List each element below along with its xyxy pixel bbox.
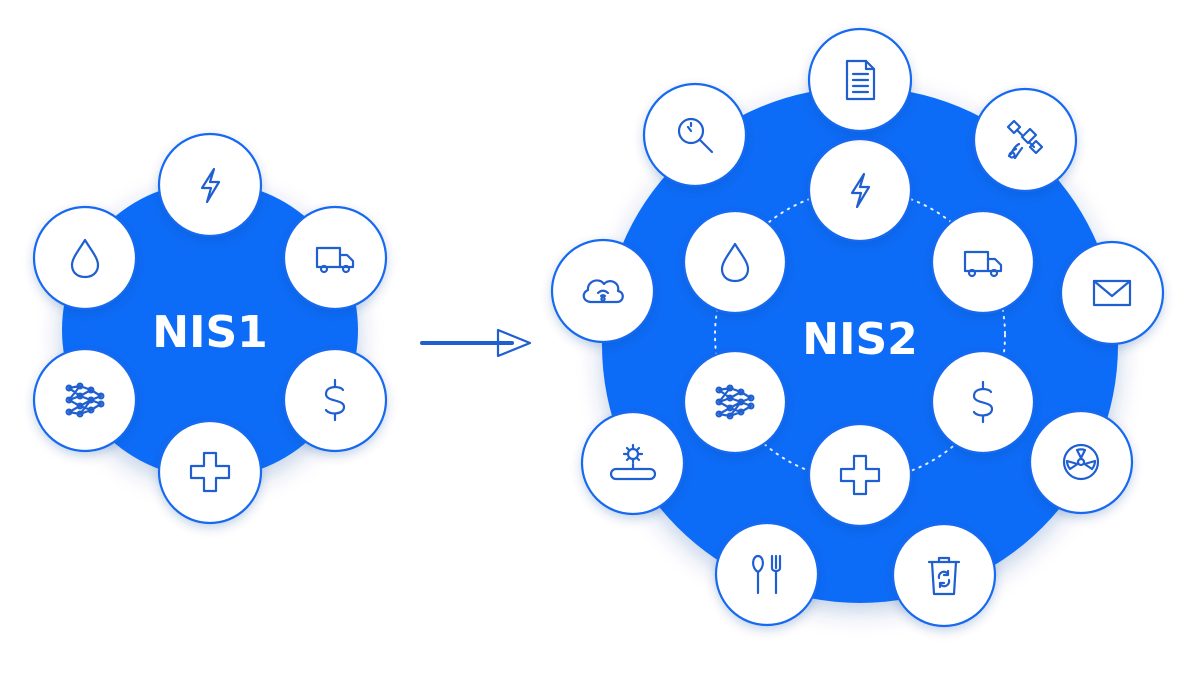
nis2-outer-node-document (807, 27, 913, 133)
nis2-inner-node-node-circle (682, 349, 788, 455)
nis2-inner-node-node-circle (807, 422, 913, 528)
nis2-outer-node-node-circle (714, 521, 820, 627)
nis2-outer-node-radiation (1028, 409, 1134, 515)
nis1-node-truck (282, 205, 388, 311)
nis1-node-node-circle (32, 347, 138, 453)
transition-arrow (420, 328, 532, 358)
nis2-outer-node-fork-spoon (714, 521, 820, 627)
nis2-outer-node-satellite (972, 87, 1078, 193)
nis2-outer-node-node-circle (1028, 409, 1134, 515)
nis1-node-lightning (157, 132, 263, 238)
nis2-outer-node-mail (1059, 240, 1165, 346)
nis1-node-node-circle (157, 132, 263, 238)
nis1-node-node-circle (157, 419, 263, 525)
nis2-cluster: NIS2 (550, 27, 1165, 628)
arrow-right-icon (420, 328, 532, 358)
nis2-inner-node-node-circle (807, 137, 913, 243)
nis2-inner-node-node-circle (930, 209, 1036, 315)
nis2-outer-node-manufacturing (580, 410, 686, 516)
nis2-inner-node-truck (930, 209, 1036, 315)
nis1-node-node-circle (282, 205, 388, 311)
nis2-inner-node-dollar (930, 349, 1036, 455)
nis2-inner-node-health-cross (807, 422, 913, 528)
nis2-outer-node-magnifier (642, 82, 748, 188)
nis1-node-health-cross (157, 419, 263, 525)
nis1-node-water-drop (32, 205, 138, 311)
nis1-node-node-circle (32, 205, 138, 311)
nis2-outer-node-node-circle (642, 82, 748, 188)
nis1-label: NIS1 (152, 307, 268, 358)
nis1-node-neural-network (32, 347, 138, 453)
nis2-label: NIS2 (802, 314, 918, 365)
nis2-inner-node-lightning (807, 137, 913, 243)
nis2-inner-node-neural-network (682, 349, 788, 455)
nis2-inner-node-node-circle (682, 209, 788, 315)
nis1-cluster: NIS1 (32, 132, 388, 525)
nis2-inner-node-water-drop (682, 209, 788, 315)
nis2-outer-node-recycle-bin (891, 522, 997, 628)
nis1-node-dollar (282, 347, 388, 453)
nis2-outer-node-cloud-wifi (550, 238, 656, 344)
nis2-outer-node-node-circle (1059, 240, 1165, 346)
